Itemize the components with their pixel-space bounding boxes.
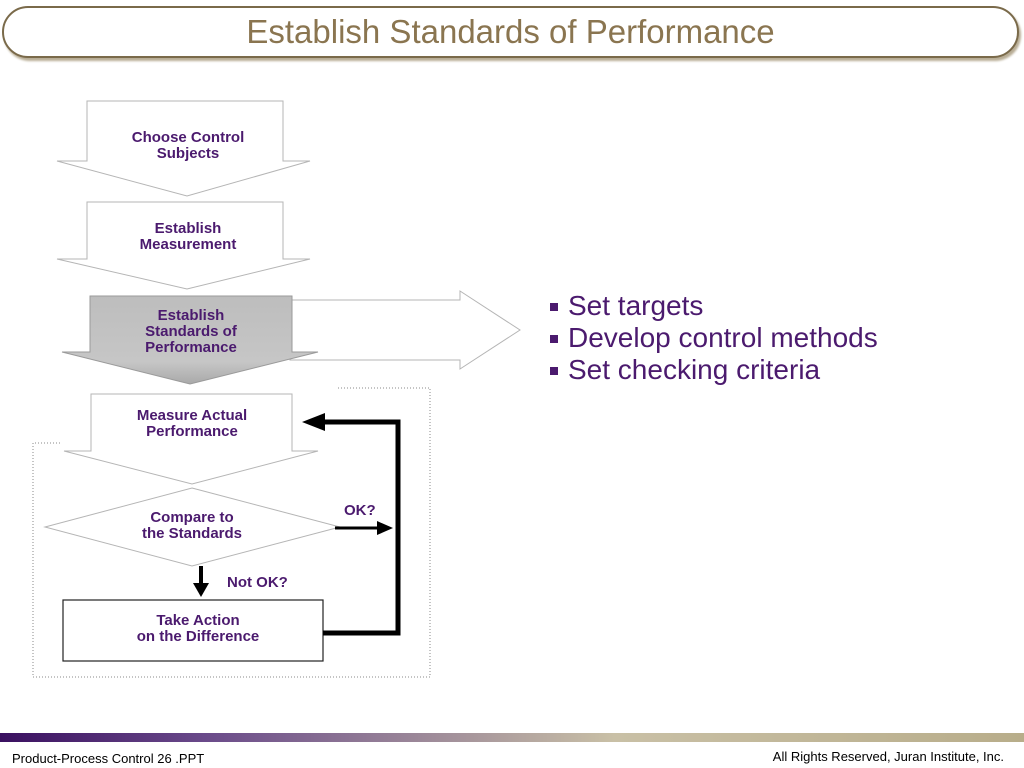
step-arrow-establish-measurement — [56, 201, 311, 290]
loop-region-border — [32, 387, 431, 678]
square-bullet-icon — [550, 367, 558, 375]
slide-title: Establish Standards of Performance — [246, 13, 775, 50]
step-label-establish-measurement: Establish Measurement — [139, 220, 237, 253]
bullet-item: Set targets — [550, 290, 878, 322]
footer-band — [0, 733, 1024, 742]
step-label-measure-actual: Measure Actual Performance — [136, 407, 248, 440]
not-ok-branch-label: Not OK? — [227, 574, 288, 591]
bullet-text: Set targets — [568, 290, 704, 321]
not-ok-arrowhead — [193, 583, 209, 597]
step-label-take-action: Take Action on the Difference — [136, 612, 260, 645]
step-label-choose-control-subjects: Choose Control Subjects — [131, 129, 245, 162]
decision-diamond-compare — [43, 487, 342, 567]
step-arrow-establish-standards — [61, 295, 319, 385]
step-label-compare: Compare to the Standards — [141, 509, 243, 542]
ok-branch-label: OK? — [344, 502, 376, 519]
feedback-loop-line — [322, 419, 401, 636]
footer-left-text: Product-Process Control 26 .PPT — [12, 751, 205, 766]
ok-arrowhead — [377, 521, 393, 535]
step-label-establish-standards: Establish Standards of Performance — [145, 307, 237, 356]
action-box-take-action — [62, 599, 324, 662]
square-bullet-icon — [550, 303, 558, 311]
title-bar: Establish Standards of Performance — [2, 6, 1019, 58]
footer-right-text: All Rights Reserved, Juran Institute, In… — [772, 749, 1004, 764]
bullet-item: Set checking criteria — [550, 354, 878, 386]
step-arrow-choose-control-subjects — [56, 100, 311, 197]
bullet-text: Set checking criteria — [568, 354, 821, 385]
square-bullet-icon — [550, 335, 558, 343]
bullet-item: Develop control methods — [550, 322, 878, 354]
bullet-text: Develop control methods — [568, 322, 878, 353]
right-pointing-arrow — [289, 290, 521, 370]
step-arrow-measure-actual — [63, 393, 319, 485]
bullet-list: Set targets Develop control methods Set … — [550, 290, 878, 386]
feedback-arrowhead — [302, 413, 325, 431]
